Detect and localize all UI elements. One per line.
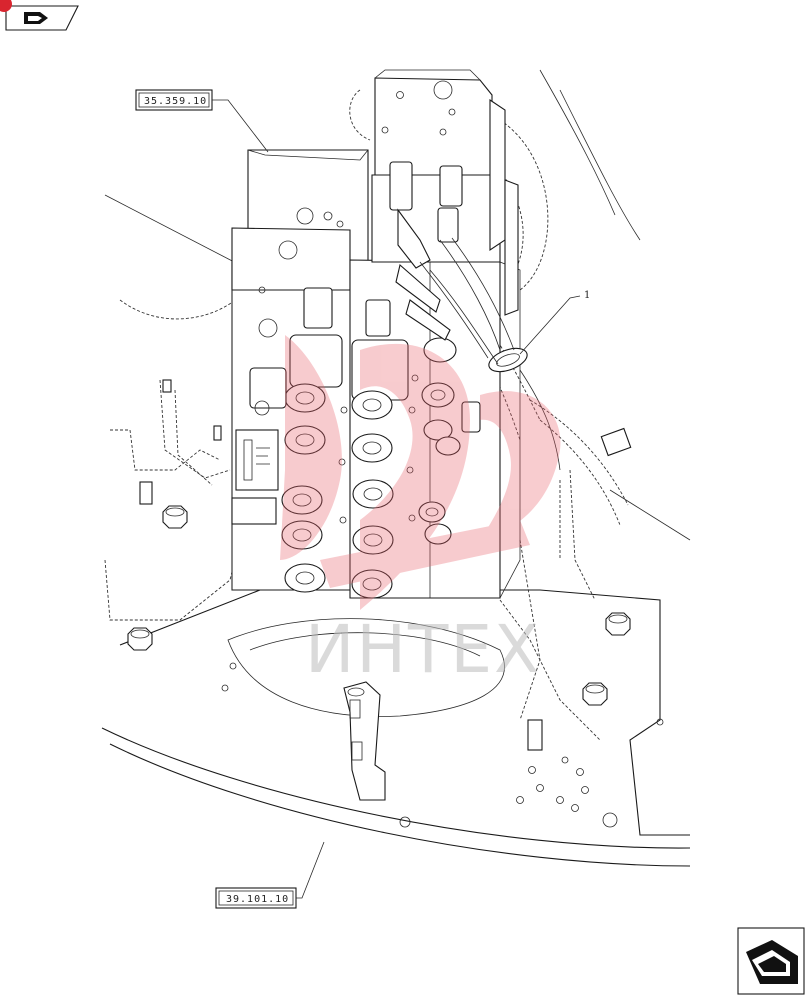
hydraulic-lines [104, 89, 629, 741]
reference-label-top: 35.359.10 [144, 96, 207, 107]
watermark-logo [280, 335, 561, 610]
reference-label-bottom: 39.101.10 [226, 894, 289, 905]
item-number-1[interactable]: 1 [584, 290, 590, 301]
control-valve-assembly [231, 69, 561, 599]
watermark: ИНТЕХ [280, 335, 561, 688]
hose-clamp [488, 347, 528, 373]
hoses [419, 237, 561, 471]
reference-callout-top[interactable]: 35.359.10 [135, 89, 213, 111]
corner-marker [0, 0, 12, 12]
standoffs [139, 379, 632, 751]
leader-line-bottom [296, 841, 325, 899]
hand-arrow-left-icon [24, 12, 48, 24]
mounting-bracket [343, 681, 386, 801]
leader-line-item-1 [519, 295, 581, 355]
leader-line-top [212, 99, 269, 153]
next-page-button[interactable] [737, 927, 805, 995]
reference-callout-bottom[interactable]: 39.101.10 [215, 887, 297, 909]
prev-page-button[interactable] [5, 5, 79, 31]
upper-valve-block [371, 69, 519, 341]
base-bolts [127, 505, 631, 706]
valve-spools-right [338, 299, 481, 599]
valve-spools-left [249, 287, 343, 593]
hand-arrow-right-icon [746, 940, 798, 984]
watermark-text: ИНТЕХ [305, 611, 541, 688]
